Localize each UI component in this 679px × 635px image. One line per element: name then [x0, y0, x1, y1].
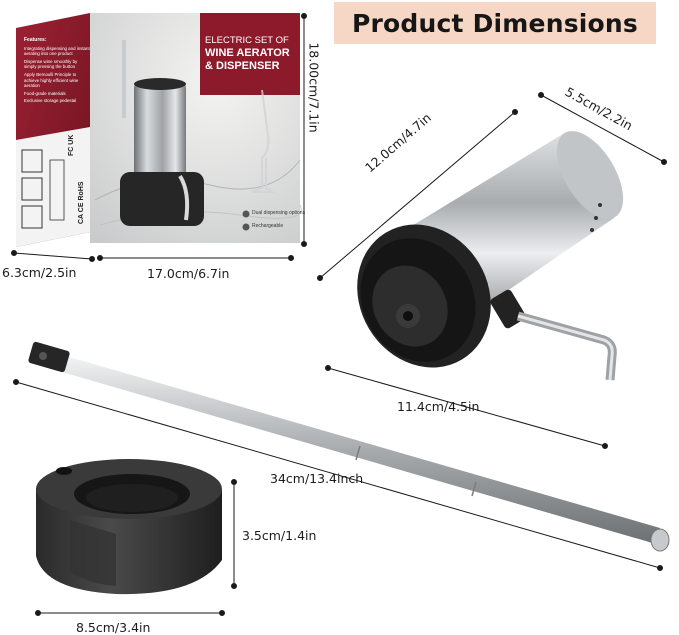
feature-item: Exclusive storage pedestal	[24, 98, 77, 104]
box-height-label: 18.00cm/7.1in	[306, 42, 322, 133]
box-dispenser-body	[134, 84, 186, 184]
title-banner: Product Dimensions	[334, 2, 656, 44]
pump-spout	[516, 311, 617, 381]
tube-dimension-line	[13, 379, 663, 571]
tube-shaft	[62, 356, 660, 544]
pump-end-cap	[556, 131, 624, 219]
package-icons-strip	[49, 159, 65, 221]
tube-end-tip	[650, 528, 670, 552]
package-title-line3: & DISPENSER	[205, 60, 280, 72]
base-tube-hole	[56, 467, 72, 475]
package-title-line1: ELECTRIC SET OF	[205, 35, 289, 46]
pump-spout-connector	[490, 289, 526, 329]
package-features: Features: Integrating dispensing and ins…	[24, 37, 90, 106]
box-side-label	[16, 127, 90, 247]
telescopic-tube	[28, 341, 670, 552]
tube-connector	[28, 341, 70, 373]
storage-base	[36, 459, 222, 595]
feature-item: Dispense wine smoothly by simply pressin…	[24, 58, 78, 70]
base-diameter-label: 8.5cm/3.4in	[76, 620, 151, 635]
feature-item: Apply Bernoulli Principle to achieve hig…	[24, 71, 79, 89]
package-title-line2: WINE AERATOR	[205, 47, 290, 59]
cert-marks-line2: CA CE RoHS	[78, 181, 85, 224]
dual-dispensing-icon	[242, 210, 250, 218]
base-height-label: 3.5cm/1.4in	[242, 528, 317, 543]
box-depth-label: 6.3cm/2.5in	[2, 265, 77, 280]
box-dispenser-tube	[122, 40, 126, 118]
package-title: ELECTRIC SET OF WINE AERATOR & DISPENSER	[205, 34, 297, 73]
banner-title: Product Dimensions	[351, 8, 639, 38]
warning-icon	[21, 177, 43, 201]
box-title-panel	[200, 13, 300, 95]
spout-length-label: 11.4cm/4.5in	[397, 399, 480, 414]
box-width-label: 17.0cm/6.7in	[147, 266, 230, 281]
weee-icon	[21, 205, 43, 229]
option-rechargeable: Rechargeable	[252, 223, 284, 229]
pump-dimension-lines	[317, 92, 667, 449]
rechargeable-icon	[242, 223, 250, 231]
tube-length-label: 34cm/13.4inch	[270, 471, 364, 486]
feature-item: Food-grade materials	[24, 90, 66, 96]
pump-button-icon	[598, 203, 602, 207]
features-heading: Features:	[24, 37, 47, 43]
cert-marks-line1: FC UK	[68, 134, 75, 156]
base-dimension-lines	[35, 479, 237, 616]
package-box	[16, 13, 302, 247]
pump-unit	[357, 131, 624, 381]
feature-item: Integrating dispensing and instant aerat…	[24, 45, 90, 57]
box-dimension-lines	[11, 13, 307, 262]
recycle-icon	[21, 149, 43, 173]
box-dispenser-base	[120, 172, 204, 226]
option-dual-dispensing: Dual dispensing options	[252, 210, 306, 216]
